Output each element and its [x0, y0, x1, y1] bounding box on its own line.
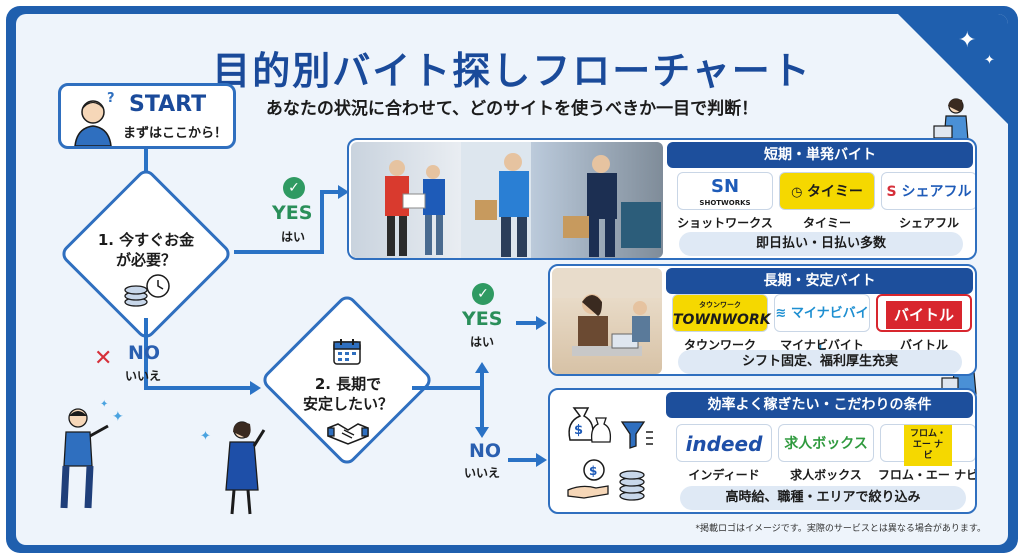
shotworks-logo-text: SN: [710, 176, 740, 197]
shotworks-logo[interactable]: SN SHOTWORKS: [677, 172, 773, 210]
timee-logo-text: タイミー: [806, 184, 863, 200]
shotworks-logo-sub: SHOTWORKS: [699, 199, 751, 207]
question-2-line1: 2. 長期で: [314, 375, 382, 393]
sparkle-icon: ✦: [958, 28, 977, 53]
from-a-navi-logo[interactable]: フロム・エー ナビ: [880, 424, 975, 466]
efficient-header: 効率よく稼ぎたい・こだわりの条件: [666, 392, 973, 418]
site-label-indeed: インディード: [688, 468, 760, 482]
question-person-icon: ?: [74, 91, 115, 146]
x-icon: ✕: [94, 346, 113, 371]
short-term-panel: 短期・単発バイト SN SHOTWORKS ◷ タイミー S シェアフル ショッ…: [347, 138, 977, 260]
connector-line: [320, 190, 324, 254]
coins-clock-icon: [124, 274, 170, 307]
yes-label: YES: [272, 202, 313, 224]
yes-sub-label: はい: [470, 335, 495, 349]
townwork-logo-text: TOWNWORK: [673, 312, 771, 328]
svg-text:$: $: [574, 423, 583, 438]
arrow-right: [250, 381, 261, 395]
kyujin-box-logo[interactable]: 求人ボックス: [778, 424, 874, 462]
handshake-icon: [327, 423, 369, 445]
site-label-sharefull: シェアフル: [898, 216, 959, 230]
check-icon: ✓: [472, 283, 494, 305]
page-subtitle: あなたの状況に合わせて、どのサイトを使うべきか一目で判断！: [265, 99, 759, 119]
baitoru-logo[interactable]: バイトル: [876, 294, 972, 332]
no-label: NO: [469, 440, 502, 462]
sharefull-logo-text: シェアフル: [901, 184, 972, 200]
townwork-logo[interactable]: タウンワーク TOWNWORK: [672, 294, 771, 332]
sparkle-icon: ✦: [984, 53, 995, 68]
site-label-shotworks: ショットワークス: [677, 216, 773, 230]
townwork-logo-sub: タウンワーク: [699, 301, 741, 309]
sparkle-icon: ✦: [112, 409, 124, 425]
arrow-up: [475, 362, 489, 373]
site-label-baitoru: バイトル: [899, 338, 948, 352]
check-icon: ✓: [283, 177, 305, 199]
site-label-timee: タイミー: [802, 216, 851, 230]
person-pointing-icon: [60, 408, 109, 509]
arrow-right: [536, 316, 547, 330]
person-thumbs-up-icon: [225, 421, 266, 515]
connector-line: [144, 386, 252, 390]
site-label-kyujin-box: 求人ボックス: [790, 468, 862, 482]
yes-label: YES: [462, 308, 503, 330]
start-subtitle: まずはここから！: [123, 126, 228, 141]
connector-line: [144, 149, 148, 177]
no-label: NO: [128, 342, 161, 364]
svg-text:$: $: [589, 464, 597, 478]
cafe-worker-illustration: [552, 268, 662, 356]
arrow-down: [475, 427, 489, 438]
start-title: START: [129, 92, 207, 117]
arrow-right: [536, 453, 547, 467]
question-2-line2: 安定したい？: [302, 395, 393, 413]
indeed-logo[interactable]: indeed: [676, 424, 772, 462]
long-term-panel: 長期・安定バイト タウンワーク TOWNWORK ≋ マイナビバイト バイトル …: [548, 264, 977, 376]
short-term-header: 短期・単発バイト: [667, 142, 973, 168]
short-term-photo: [351, 142, 663, 258]
svg-text:?: ?: [107, 91, 115, 106]
footnote: *掲載ロゴはイメージです。実際のサービスとは異なる場合があります。: [695, 524, 986, 534]
baitoru-logo-text: バイトル: [885, 301, 962, 329]
workers-illustration: [385, 142, 661, 258]
yes-sub-label: はい: [281, 230, 306, 244]
arrow-right: [338, 185, 349, 199]
question-2-text: 2. 長期で 安定したい？: [282, 374, 414, 414]
connector-line: [480, 372, 484, 430]
question-1-line2: が必要？: [115, 251, 176, 269]
mynavi-mark-icon: ≋: [775, 306, 791, 321]
efficient-caption: 高時給、職種・エリアで絞り込み: [680, 486, 966, 510]
connector-line: [320, 190, 340, 194]
site-label-townwork: タウンワーク: [683, 338, 756, 352]
connector-line: [508, 458, 538, 462]
clock-icon: ◷: [791, 185, 807, 200]
question-1-line1: 1. 今すぐお金: [97, 231, 195, 249]
start-box: ? START まずはここから！: [58, 83, 236, 149]
efficient-panel: $ $ 効率よく稼ぎたい・こだわりの条件 indeed 求人ボックス フロム・エ…: [548, 388, 977, 514]
no-sub-label: いいえ: [464, 466, 501, 480]
connector-line: [234, 250, 324, 254]
site-label-from-a-navi: フロム・エー ナビ: [877, 468, 977, 482]
timee-logo[interactable]: ◷ タイミー: [779, 172, 875, 210]
long-term-header: 長期・安定バイト: [666, 268, 973, 294]
coin-hand-icon: $: [567, 459, 645, 501]
filter-icon: [620, 421, 653, 449]
sparkle-icon: ✦: [200, 429, 211, 444]
site-label-mynavi: マイナビバイト: [780, 338, 864, 352]
mynavi-logo[interactable]: ≋ マイナビバイト: [774, 294, 870, 359]
page-title: 目的別バイト探しフローチャート: [212, 49, 812, 93]
connector-line: [412, 386, 484, 390]
sharefull-mark-icon: S: [886, 184, 902, 200]
from-a-navi-logo-text: フロム・エー ナビ: [904, 425, 952, 466]
sparkle-icon: ✦: [100, 399, 109, 410]
connector-line: [516, 321, 538, 325]
money-bag-icon: $: [568, 407, 612, 443]
no-sub-label: いいえ: [125, 369, 162, 383]
sharefull-logo[interactable]: S シェアフル: [881, 172, 975, 210]
connector-line: [144, 318, 148, 388]
calendar-icon: [333, 339, 361, 365]
long-term-caption: シフト固定、福利厚生充実: [678, 350, 962, 374]
long-term-photo: [552, 268, 662, 374]
question-1-text: 1. 今すぐお金 が必要？: [80, 230, 212, 270]
short-term-caption: 即日払い・日払い多数: [679, 232, 963, 256]
